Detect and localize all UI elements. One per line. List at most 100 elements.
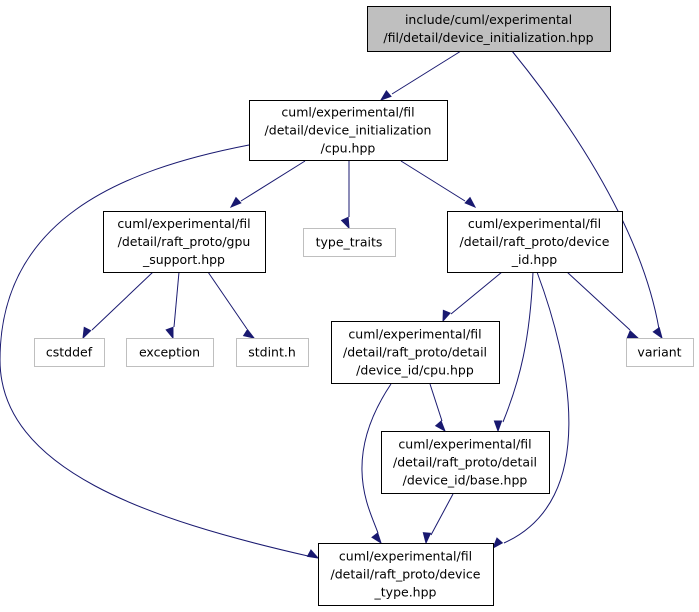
node-label-line: cuml/experimental/fil: [468, 216, 601, 231]
node-label-line: /detail/device_initialization: [265, 123, 432, 138]
node-box: [318, 543, 494, 606]
node-box: [626, 338, 694, 367]
node-stdint: stdint.h: [236, 338, 309, 367]
edge-line: [391, 50, 462, 95]
edge-root-variant: [511, 50, 663, 340]
node-box: [126, 338, 214, 367]
arrow-head: [626, 329, 640, 339]
arrow-head: [442, 309, 451, 323]
edge-root-cpu: [379, 50, 462, 101]
edge-device_id-base: [493, 271, 534, 433]
node-box: [249, 100, 448, 161]
node-box: [367, 6, 611, 52]
node-type-traits: type_traits: [303, 228, 396, 257]
node-box: [303, 228, 396, 257]
edge-line: [450, 271, 503, 315]
edge-line: [502, 271, 534, 423]
node-label-line: /cpu.hpp: [321, 141, 376, 156]
node-box: [236, 338, 309, 367]
edge-device_id-variant: [566, 271, 640, 339]
node-label-line: cuml/experimental/fil: [348, 327, 481, 342]
edge-cpu-device_type: [0, 144, 320, 559]
edge-gpu_support-cstddef: [82, 271, 154, 340]
edge-line: [429, 383, 443, 422]
node-label-line: type_traits: [316, 235, 383, 250]
edge-device_id-device_type: [492, 271, 570, 550]
edge-line: [173, 271, 180, 328]
node-label-line: cstddef: [46, 345, 93, 360]
edge-cpu-gpu_support: [229, 160, 306, 208]
node-label-line: cuml/experimental/fil: [117, 216, 250, 231]
edge-line: [503, 271, 570, 544]
node-label-line: /fil/detail/device_initialization.hpp: [383, 30, 593, 45]
node-label-line: /device_id/cpu.hpp: [356, 363, 474, 378]
node-detail-cpu[interactable]: cuml/experimental/fil/detail/raft_proto/…: [331, 321, 500, 384]
arrow-head: [434, 420, 446, 433]
node-box: [103, 211, 266, 273]
arrow-head: [242, 328, 256, 339]
edge-gpu_support-stdint: [207, 271, 256, 339]
edge-line: [91, 271, 154, 331]
node-cpu[interactable]: cuml/experimental/fil/detail/device_init…: [249, 100, 448, 161]
node-label-line: stdint.h: [248, 345, 296, 360]
arrow-head: [229, 196, 242, 208]
edge-line: [0, 144, 309, 557]
arrow-head: [422, 532, 432, 545]
nodes: include/cuml/experimental/fil/detail/dev…: [34, 6, 694, 606]
node-exception: exception: [126, 338, 214, 367]
node-label-line: /detail/raft_proto/detail: [343, 345, 487, 360]
edges: [0, 50, 663, 559]
arrow-head: [652, 326, 663, 340]
arrow-head: [306, 549, 320, 559]
node-label-line: variant: [637, 345, 681, 360]
arrow-head: [82, 326, 92, 340]
node-device-id[interactable]: cuml/experimental/fil/detail/raft_proto/…: [447, 211, 623, 273]
node-label-line: cuml/experimental/fil: [281, 105, 414, 120]
arrow-head: [493, 420, 503, 433]
node-cstddef: cstddef: [34, 338, 105, 367]
node-label-line: /detail/raft_proto/device: [331, 567, 481, 582]
edge-line: [400, 160, 466, 202]
arrow-head: [492, 537, 504, 550]
edge-line: [430, 493, 454, 536]
node-label-line: cuml/experimental/fil: [398, 437, 531, 452]
arrow-head: [371, 532, 382, 545]
node-label-line: _id.hpp: [511, 252, 557, 267]
node-box: [34, 338, 105, 367]
node-label-line: /detail/raft_proto/detail: [393, 455, 537, 470]
node-box: [331, 321, 500, 384]
node-box: [381, 431, 550, 494]
arrow-head: [165, 326, 174, 340]
node-label-line: exception: [139, 345, 200, 360]
edge-line: [511, 50, 660, 330]
arrow-head: [464, 196, 477, 208]
node-label-line: /device_id/base.hpp: [403, 473, 528, 488]
node-label-line: _support.hpp: [142, 252, 225, 267]
node-label-line: /detail/raft_proto/device: [460, 234, 610, 249]
edge-detail_cpu-device_type: [361, 383, 392, 545]
node-label-line: cuml/experimental/fil: [339, 549, 472, 564]
edge-cpu-type_traits: [340, 161, 350, 230]
arrow-head: [340, 216, 350, 230]
edge-cpu-device_id: [400, 160, 477, 208]
edge-line: [207, 271, 248, 330]
node-label-line: include/cuml/experimental: [405, 12, 572, 27]
node-label-line: _type.hpp: [374, 585, 437, 600]
arrow-head: [379, 89, 392, 101]
node-box: [447, 211, 623, 273]
node-device-type[interactable]: cuml/experimental/fil/detail/raft_proto/…: [318, 543, 494, 606]
edge-line: [240, 160, 306, 202]
node-base[interactable]: cuml/experimental/fil/detail/raft_proto/…: [381, 431, 550, 494]
edge-gpu_support-exception: [165, 271, 180, 340]
node-root[interactable]: include/cuml/experimental/fil/detail/dev…: [367, 6, 611, 52]
edge-line: [361, 383, 392, 534]
edge-base-device_type: [422, 493, 454, 545]
node-gpu-support[interactable]: cuml/experimental/fil/detail/raft_proto/…: [103, 211, 266, 273]
edge-line: [566, 271, 631, 331]
edge-device_id-detail_cpu: [442, 271, 503, 323]
edge-detail_cpu-base: [429, 383, 446, 433]
node-variant: variant: [626, 338, 694, 367]
node-label-line: /detail/raft_proto/gpu: [118, 234, 251, 249]
